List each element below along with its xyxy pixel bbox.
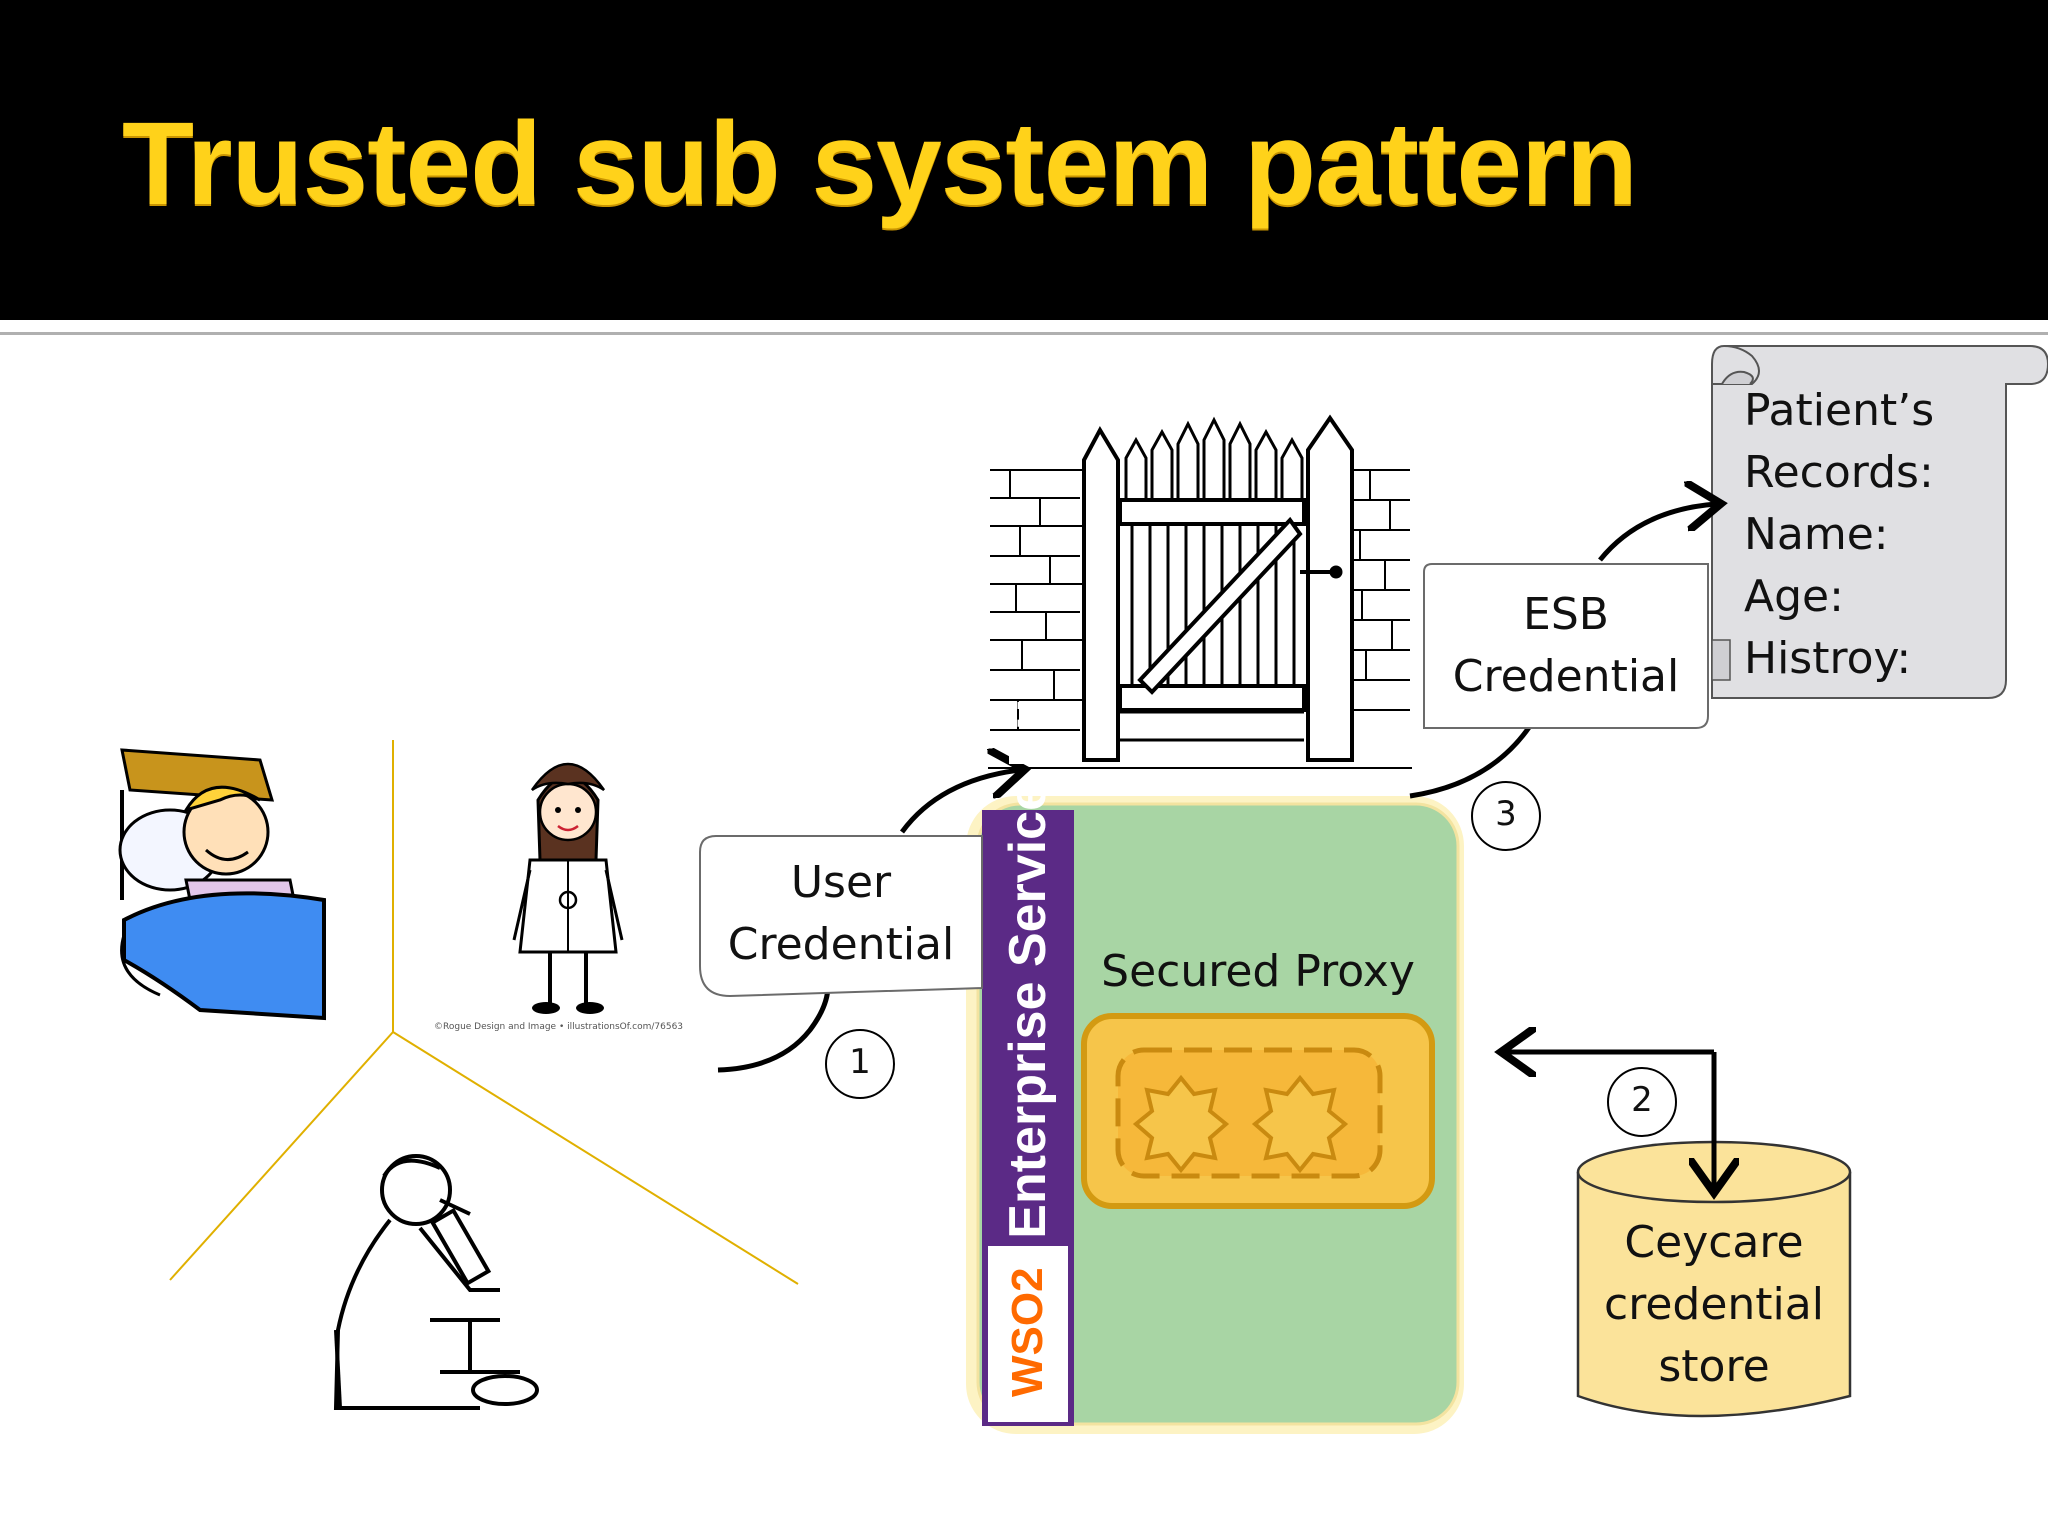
callout-line: User	[790, 857, 892, 908]
callout-line: ESB	[1523, 589, 1609, 640]
step-number-3: 3	[1495, 794, 1517, 834]
star-icon	[1251, 1074, 1349, 1174]
store-line: Ceycare	[1624, 1217, 1804, 1268]
secured-proxy-box	[1081, 1013, 1435, 1209]
record-line: Records:	[1744, 447, 1934, 498]
record-line: Histroy:	[1744, 633, 1912, 684]
callout-line: Credential	[1452, 651, 1680, 702]
step-number-1: 1	[849, 1042, 871, 1082]
secured-proxy-label: Secured Proxy	[1101, 946, 1415, 997]
record-line: Age:	[1744, 571, 1844, 622]
callout-boxes	[699, 563, 1709, 998]
user-credential-callout: User Credential	[700, 852, 982, 976]
slide-title: Trusted sub system pattern	[122, 98, 1638, 230]
illustration-credit: ©Rogue Design and Image • illustrationsO…	[434, 1022, 684, 1032]
store-line: store	[1658, 1341, 1770, 1392]
esb-band-label: Enterprise Service Bus	[999, 669, 1057, 1239]
patient-in-bed-icon	[118, 748, 326, 1021]
credential-store-label: Ceycare credential store	[1578, 1212, 1850, 1398]
gate-icon	[988, 414, 1412, 770]
doctor-icon	[512, 762, 624, 1014]
record-line: Patient’s	[1744, 385, 1935, 436]
title-rule	[0, 324, 2048, 330]
database-icon	[1576, 1140, 1852, 1418]
store-line: credential	[1604, 1279, 1824, 1330]
scientist-microscope-icon	[333, 1154, 539, 1410]
esb-credential-callout: ESB Credential	[1424, 584, 1708, 708]
actor-dividers	[169, 740, 799, 1285]
wso2-logo: WSO2	[1003, 1267, 1052, 1397]
title-rule-shadow	[0, 332, 2048, 335]
record-line: Name:	[1744, 509, 1889, 560]
step-circles	[825, 781, 1677, 1137]
scroll-icon	[1711, 345, 2048, 699]
patient-records-text: Patient’s Records: Name: Age: Histroy:	[1744, 380, 1934, 690]
step-number-2: 2	[1631, 1080, 1653, 1120]
title-bar	[0, 0, 2048, 320]
star-icon	[1132, 1074, 1230, 1174]
callout-line: Credential	[727, 919, 955, 970]
